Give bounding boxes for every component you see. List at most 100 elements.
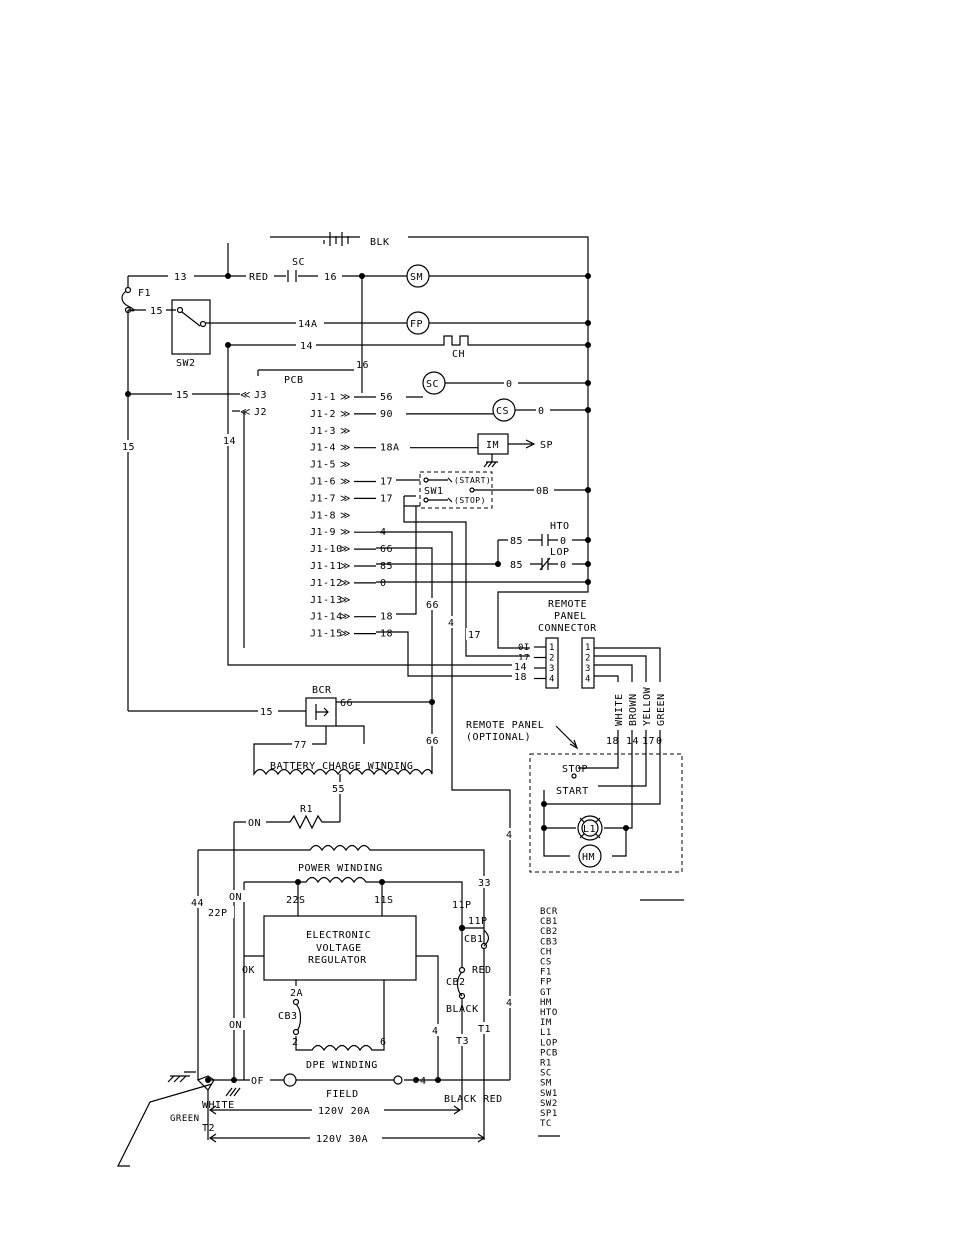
wire-14a-label: 14A [298, 319, 318, 330]
battery-line: BLK [227, 232, 589, 276]
pcb-pin-wire: 17 [380, 477, 393, 488]
hour-meter-symbol [578, 844, 602, 868]
wire-14-vertical-label: 14 [223, 436, 236, 447]
bcr-box [305, 697, 337, 727]
wire-green-label: GREEN [170, 1114, 200, 1124]
terminal-11s-label: 11S [374, 895, 394, 906]
pcb-pin-label: J1-6 [310, 477, 336, 488]
evr-label-3: REGULATOR [308, 955, 367, 966]
legend-item: HTO [540, 1008, 558, 1018]
connector-right-housing [581, 637, 595, 689]
pcb-pin-label: J1-11 [310, 561, 343, 572]
terminal-t2-label: T2 [202, 1123, 215, 1134]
cb2-label: CB2 [446, 977, 466, 988]
pcb-pin-label: J1-1 [310, 392, 336, 403]
pcb-block: PCB J3 J2 ≪ ≪ J1-1≫56J1-2≫90J1-3≫J1-4≫18… [121, 310, 591, 1080]
wire-0b-label: 0B [536, 486, 549, 497]
legend-item: PCB [540, 1048, 558, 1058]
cs-label: CS [496, 406, 509, 417]
connector-right-pin: 4 [585, 675, 591, 685]
wire-15-j3-label: 15 [176, 390, 189, 401]
connector-left-pin: 1 [549, 643, 555, 653]
pcb-pin-chevron: ≫ [340, 629, 351, 640]
sp-label: SP [540, 440, 553, 451]
hto-zero-label: 0 [560, 536, 567, 547]
pcb-pin-label: J1-8 [310, 510, 336, 521]
battery-charge-winding-label: BATTERY CHARGE WINDING [270, 761, 413, 772]
remote-panel-box [529, 753, 683, 873]
pcb-pin-chevron: ≫ [340, 561, 351, 572]
wire-33-label: 33 [478, 878, 491, 889]
on-label-1: ON [229, 892, 242, 903]
terminal-6-label: 6 [380, 1037, 387, 1048]
lop-label: LOP [550, 547, 570, 558]
terminal-22s-label: 22S [286, 895, 306, 906]
j2-label: J2 [254, 407, 267, 418]
legend-item: GT [540, 988, 552, 998]
evr-label-2: VOLTAGE [316, 943, 362, 954]
legend-item: CB2 [540, 927, 558, 937]
legend-item: CB3 [540, 937, 558, 947]
im-label: IM [486, 440, 499, 451]
pcb-pin-label: J1-5 [310, 460, 336, 471]
wire-of-label: OF [251, 1076, 264, 1087]
pcb-pin-label: J1-9 [310, 527, 336, 538]
remote-wire-number: 17 [642, 736, 655, 747]
legend-item: CS [540, 958, 552, 968]
legend-item: LOP [540, 1038, 558, 1048]
switch-sc-label: SC [292, 257, 305, 268]
connector-title-2: PANEL [554, 611, 587, 622]
pcb-pin-wire: 17 [380, 493, 393, 504]
pcb-pin-wire: 18 [380, 629, 393, 640]
connector-left-pin: 3 [549, 664, 555, 674]
legend-item: FP [540, 978, 552, 988]
pcb-pin-label: J1-15 [310, 629, 343, 640]
wire-22p-label: 22P [208, 908, 228, 919]
wire-85-hto-label: 85 [510, 536, 523, 547]
r1-label: R1 [300, 804, 313, 815]
legend-item: R1 [540, 1059, 552, 1069]
sw1-stop-label: (STOP) [454, 496, 486, 505]
bcr-wire-77: 77 [294, 740, 307, 751]
ch-label: CH [452, 349, 465, 360]
legend-item: CH [540, 947, 552, 957]
legend: BCRCB1CB2CB3CHCSF1FPGTHMHTOIML1LOPPCBR1S… [538, 899, 684, 1137]
connector-right-pin: 2 [585, 654, 591, 664]
sc-label: SC [426, 379, 439, 390]
legend-items: BCRCB1CB2CB3CHCSF1FPGTHMHTOIML1LOPPCBR1S… [540, 907, 558, 1129]
legend-item: SC [540, 1069, 552, 1079]
wire-17-vertical-label: 17 [468, 630, 481, 641]
connector-left-pin: 2 [549, 654, 555, 664]
pcb-pin-chevron: ≫ [340, 426, 351, 437]
pcb-pin-wire: 18 [380, 612, 393, 623]
wire-44-label: 44 [191, 898, 204, 909]
wire-15-top-label: 15 [150, 306, 163, 317]
pcb-pin-wire: 85 [380, 561, 393, 572]
t3-label: T3 [456, 1036, 469, 1047]
wire-4-field-label: 4 [420, 1076, 427, 1087]
connector-left-wire: 17 [518, 654, 530, 664]
pcb-pin-label: J1-14 [310, 612, 343, 623]
remote-stop-label: STOP [562, 764, 588, 775]
connector-title-1: REMOTE [548, 599, 587, 610]
legend-item: L1 [540, 1028, 552, 1038]
bcr-wire-66-vertical: 66 [426, 736, 439, 747]
rating-120v-20a: 120V 20A [318, 1106, 370, 1117]
bcr-wire-55: 55 [332, 784, 345, 795]
remote-panel-label-2: (OPTIONAL) [466, 732, 531, 743]
sm-label: SM [410, 272, 423, 283]
pcb-pin-chevron: ≫ [340, 510, 351, 521]
connector-wire-18: 18 [514, 672, 527, 683]
sw1-box [419, 471, 493, 509]
connector-wire-color: GREEN [656, 693, 667, 726]
pcb-pin-list: J1-1≫56J1-2≫90J1-3≫J1-4≫18AJ1-5≫J1-6≫17J… [310, 392, 493, 640]
wire-red-label: RED [249, 272, 269, 283]
connector-title-3: CONNECTOR [538, 623, 597, 634]
r1-on-label: ON [248, 818, 261, 829]
pcb-pin-wire: 18A [380, 443, 400, 454]
connector-left-housing [545, 637, 559, 689]
lop-zero-label: 0 [560, 560, 567, 571]
